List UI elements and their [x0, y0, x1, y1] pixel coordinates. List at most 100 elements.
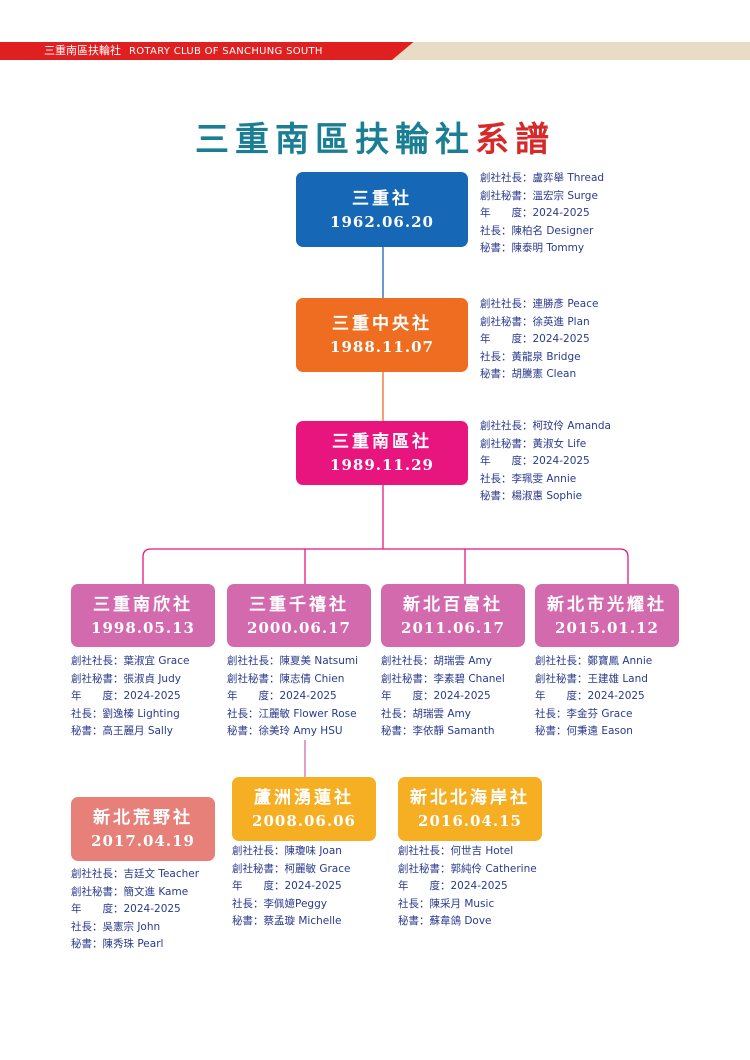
- info-secretary: 秘書：何秉遠 Eason: [535, 725, 633, 738]
- info-founding-secretary: 創社秘書：簡文進 Kame: [71, 885, 189, 898]
- info-year: 年 度：2024-2025: [227, 690, 337, 703]
- title-main: 三重南區扶輪社: [195, 120, 475, 160]
- info-year: 年 度：2024-2025: [535, 690, 645, 703]
- club-date: 2016.04.15: [418, 812, 522, 830]
- info-president: 社長：黃龍泉 Bridge: [480, 350, 581, 363]
- info-president: 社長：陳柏名 Designer: [480, 224, 594, 237]
- club-date: 1989.11.29: [330, 456, 434, 474]
- info-year: 年 度：2024-2025: [398, 880, 508, 893]
- club-name: 新北百富社: [403, 594, 503, 615]
- info-year: 年 度：2024-2025: [71, 690, 181, 703]
- info-president: 社長：吳憲宗 John: [71, 920, 161, 933]
- info-founding-president: 創社社長：鄭寶鳳 Annie: [535, 655, 653, 667]
- header-beige-stripe: [392, 42, 750, 60]
- info-year: 年 度：2024-2025: [480, 455, 590, 468]
- info-secretary: 秘書：胡騰憲 Clean: [480, 368, 577, 381]
- club-info-beihaian: 創社社長：何世吉 Hotel 創社秘書：郭純伶 Catherine 年 度：20…: [398, 843, 537, 931]
- info-founding-secretary: 創社秘書：張淑貞 Judy: [71, 672, 181, 685]
- info-founding-president: 創社社長：連勝彥 Peace: [480, 298, 599, 310]
- info-secretary: 秘書：陳泰明 Tommy: [480, 242, 585, 255]
- club-date: 2017.04.19: [91, 832, 195, 850]
- info-secretary: 秘書：李依靜 Samanth: [381, 725, 495, 738]
- info-founding-president: 創社社長：陳夏美 Natsumi: [227, 655, 359, 667]
- club-name: 蘆洲湧蓮社: [254, 788, 354, 808]
- club-date: 2011.06.17: [401, 618, 505, 637]
- club-date: 1998.05.13: [91, 618, 195, 637]
- info-founding-president: 創社社長：柯玟伶 Amanda: [480, 420, 611, 432]
- title-accent: 系譜: [475, 120, 555, 160]
- info-president: 社長：李金芬 Grace: [535, 707, 633, 720]
- club-info-luzhou: 創社社長：陳瓊味 Joan 創社秘書：柯麗敏 Grace 年 度：2024-20…: [232, 843, 350, 931]
- info-president: 社長：陳采月 Music: [398, 897, 495, 910]
- info-founding-secretary: 創社秘書：柯麗敏 Grace: [232, 862, 351, 875]
- club-name: 三重千禧社: [249, 594, 349, 615]
- club-date: 2015.01.12: [555, 618, 659, 637]
- header-club-zh: 三重南區扶輪社: [44, 44, 121, 57]
- club-box-guangyao: 新北市光耀社 2015.01.12: [535, 584, 679, 647]
- header-club-en: ROTARY CLUB OF SANCHUNG SOUTH: [129, 46, 323, 57]
- club-name: 新北市光耀社: [547, 594, 667, 615]
- club-info-nanxin: 創社社長：葉淑宜 Grace 創社秘書：張淑貞 Judy 年 度：2024-20…: [71, 653, 189, 741]
- info-year: 年 度：2024-2025: [381, 690, 491, 703]
- club-box-sanchung: 三重社 1962.06.20: [296, 172, 468, 247]
- club-info-central: 創社社長：連勝彥 Peace 創社秘書：徐英進 Plan 年 度：2024-20…: [480, 296, 598, 384]
- info-secretary: 秘書：蔡孟璇 Michelle: [232, 915, 342, 928]
- club-box-baifu: 新北百富社 2011.06.17: [381, 584, 525, 647]
- info-secretary: 秘書：高王麗月 Sally: [71, 725, 173, 738]
- info-founding-secretary: 創社秘書：王建雄 Land: [535, 672, 648, 685]
- info-president: 社長：李佩嬑Peggy: [232, 897, 327, 910]
- club-date: 2000.06.17: [247, 618, 351, 637]
- club-box-luzhou: 蘆洲湧蓮社 2008.06.06: [232, 777, 376, 841]
- club-name: 三重南區社: [332, 432, 432, 452]
- info-president: 社長：江麗敏 Flower Rose: [227, 707, 357, 720]
- club-name: 三重社: [352, 188, 412, 209]
- info-founding-secretary: 創社秘書：郭純伶 Catherine: [398, 862, 537, 875]
- club-name: 新北北海岸社: [410, 788, 530, 808]
- info-president: 社長：李珮雯 Annie: [480, 472, 577, 485]
- club-box-nanxin: 三重南欣社 1998.05.13: [71, 584, 215, 647]
- info-founding-secretary: 創社秘書：徐英進 Plan: [480, 315, 590, 328]
- club-info-qianxi: 創社社長：陳夏美 Natsumi 創社秘書：陳志倩 Chien 年 度：2024…: [227, 653, 358, 741]
- club-name: 三重南欣社: [93, 594, 193, 615]
- info-year: 年 度：2024-2025: [232, 880, 342, 893]
- info-year: 年 度：2024-2025: [71, 903, 181, 916]
- club-box-huangye: 新北荒野社 2017.04.19: [71, 797, 215, 861]
- info-founding-president: 創社社長：陳瓊味 Joan: [232, 845, 342, 857]
- info-founding-secretary: 創社秘書：黃淑女 Life: [480, 437, 587, 450]
- info-secretary: 秘書：楊淑惠 Sophie: [480, 490, 583, 503]
- club-date: 1988.11.07: [330, 338, 434, 356]
- info-president: 社長：胡瑞雲 Amy: [381, 707, 471, 720]
- info-secretary: 秘書：蘇韋鴿 Dove: [398, 915, 492, 928]
- club-name: 三重中央社: [332, 314, 432, 334]
- club-name: 新北荒野社: [93, 808, 193, 828]
- club-info-huangye: 創社社長：吉廷文 Teacher 創社秘書：簡文進 Kame 年 度：2024-…: [71, 866, 199, 954]
- info-president: 社長：劉逸榛 Lighting: [71, 707, 180, 720]
- page-title: 三重南區扶輪社系譜: [0, 112, 750, 161]
- club-info-guangyao: 創社社長：鄭寶鳳 Annie 創社秘書：王建雄 Land 年 度：2024-20…: [535, 653, 652, 741]
- header-band: 三重南區扶輪社 ROTARY CLUB OF SANCHUNG SOUTH: [0, 42, 750, 60]
- connector-children-bar: [142, 548, 629, 584]
- club-info-sanchung: 創社社長：盧弈舉 Thread 創社秘書：溫宏宗 Surge 年 度：2024-…: [480, 170, 604, 258]
- club-box-qianxi: 三重千禧社 2000.06.17: [227, 584, 371, 647]
- club-box-central: 三重中央社 1988.11.07: [296, 298, 468, 372]
- info-founding-president: 創社社長：吉廷文 Teacher: [71, 868, 200, 880]
- header-red-stripe: [0, 42, 415, 60]
- info-founding-secretary: 創社秘書：溫宏宗 Surge: [480, 189, 598, 202]
- club-info-south: 創社社長：柯玟伶 Amanda 創社秘書：黃淑女 Life 年 度：2024-2…: [480, 418, 611, 506]
- info-founding-president: 創社社長：葉淑宜 Grace: [71, 655, 190, 667]
- header-text: 三重南區扶輪社 ROTARY CLUB OF SANCHUNG SOUTH: [44, 43, 323, 60]
- info-founding-secretary: 創社秘書：陳志倩 Chien: [227, 672, 345, 685]
- info-founding-president: 創社社長：盧弈舉 Thread: [480, 172, 605, 184]
- info-year: 年 度：2024-2025: [480, 207, 590, 220]
- info-secretary: 秘書：陳秀珠 Pearl: [71, 938, 164, 951]
- club-date: 1962.06.20: [330, 212, 434, 231]
- club-box-beihaian: 新北北海岸社 2016.04.15: [398, 777, 542, 841]
- info-secretary: 秘書：徐美玲 Amy HSU: [227, 725, 343, 738]
- club-info-baifu: 創社社長：胡瑞雲 Amy 創社秘書：李素碧 Chanel 年 度：2024-20…: [381, 653, 505, 741]
- info-year: 年 度：2024-2025: [480, 333, 590, 346]
- club-date: 2008.06.06: [252, 812, 356, 830]
- club-box-south: 三重南區社 1989.11.29: [296, 421, 468, 485]
- info-founding-president: 創社社長：何世吉 Hotel: [398, 845, 514, 857]
- info-founding-secretary: 創社秘書：李素碧 Chanel: [381, 672, 505, 685]
